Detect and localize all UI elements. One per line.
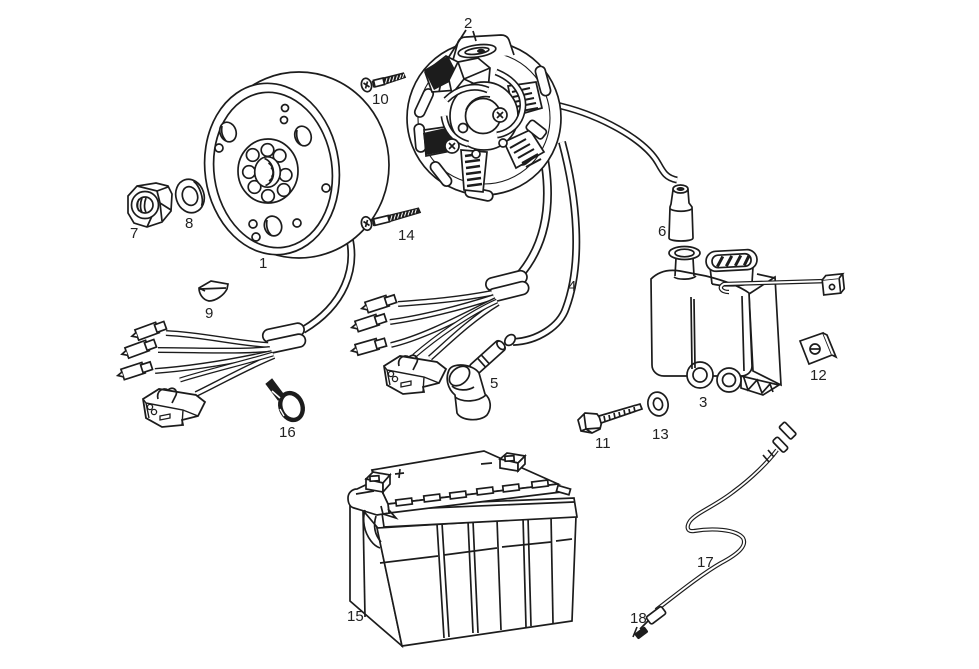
svg-text:9: 9	[205, 305, 213, 322]
svg-text:8: 8	[185, 215, 193, 232]
svg-text:14: 14	[398, 227, 415, 244]
svg-text:18: 18	[630, 610, 647, 627]
svg-text:15: 15	[347, 608, 364, 625]
svg-text:3: 3	[699, 394, 707, 411]
svg-text:13: 13	[652, 426, 669, 443]
svg-text:11: 11	[595, 435, 611, 452]
svg-text:1: 1	[259, 255, 267, 272]
svg-text:4: 4	[568, 278, 576, 295]
svg-text:6: 6	[658, 223, 666, 240]
svg-text:2: 2	[464, 15, 472, 32]
svg-text:12: 12	[810, 367, 827, 384]
svg-text:10: 10	[372, 91, 389, 108]
svg-text:5: 5	[490, 375, 498, 392]
svg-text:16: 16	[279, 424, 296, 441]
svg-text:17: 17	[697, 554, 714, 571]
svg-text:7: 7	[130, 225, 138, 242]
